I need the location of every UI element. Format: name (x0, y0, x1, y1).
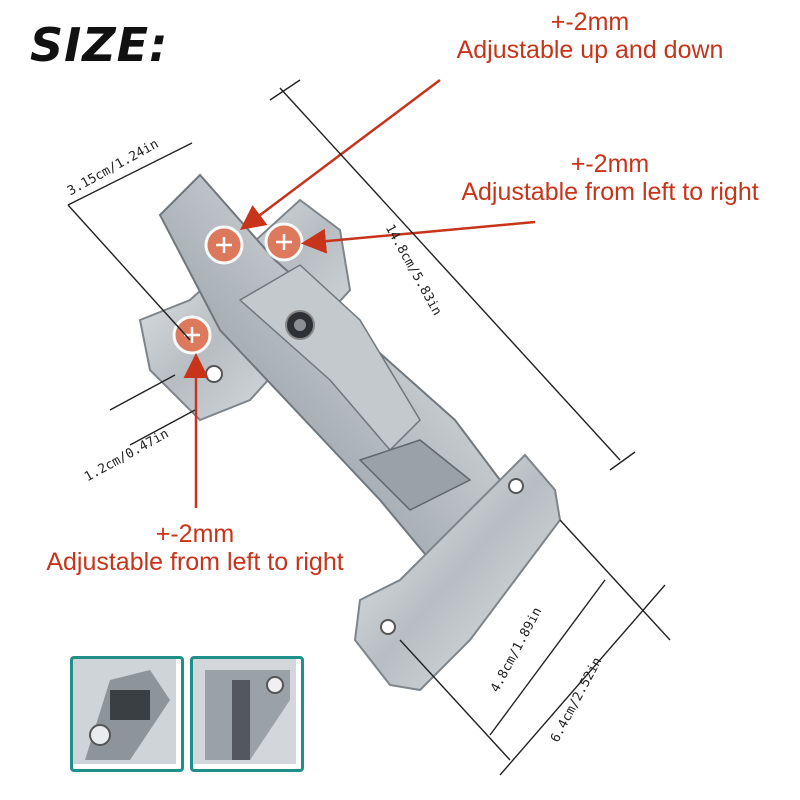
callout-adjust-left-right-bottom: +-2mm Adjustable from left to right (15, 520, 375, 576)
detail-thumbnail-2 (192, 658, 296, 764)
callout-text: Adjustable from left to right (46, 548, 344, 576)
detail-thumbnail-1 (72, 658, 176, 764)
detail-thumbnail-frame-2 (190, 656, 304, 772)
callout-value: +-2mm (570, 150, 650, 178)
callout-arrows (183, 79, 536, 508)
hinge-plate (353, 453, 562, 692)
hinge-arm (158, 173, 502, 562)
detail-thumbnail-frame-1 (70, 656, 184, 772)
dimension-lines (67, 79, 671, 776)
callout-adjust-up-down: +-2mm Adjustable up and down (420, 8, 760, 64)
size-title: SIZE: (30, 18, 169, 72)
callout-text: Adjustable from left to right (461, 178, 759, 206)
callout-value: +-2mm (155, 520, 235, 548)
callout-text: Adjustable up and down (456, 36, 724, 64)
callout-adjust-left-right-top: +-2mm Adjustable from left to right (430, 150, 790, 206)
callout-value: +-2mm (550, 8, 630, 36)
